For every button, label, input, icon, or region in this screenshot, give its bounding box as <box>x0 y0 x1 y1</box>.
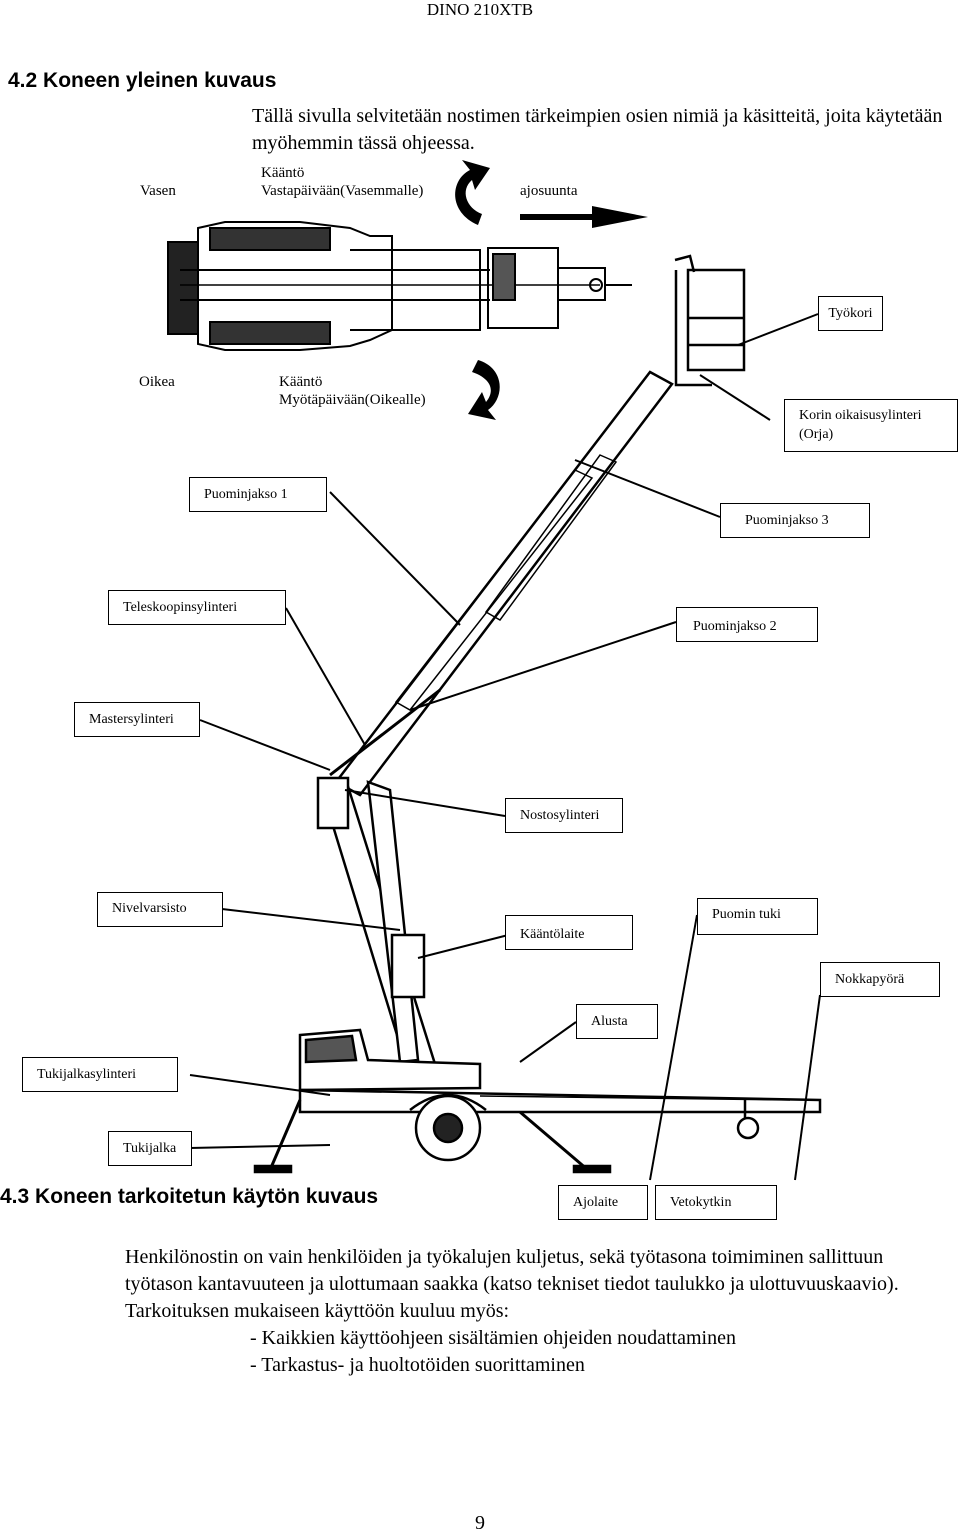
callout-kaantolaite: Kääntölaite <box>505 915 633 950</box>
callout-korin-line2: (Orja) <box>799 427 834 442</box>
leader-lines <box>189 313 821 1181</box>
callout-puominjakso-3: Puominjakso 3 <box>720 503 870 538</box>
section-heading-4-3: 4.3 Koneen tarkoitetun käytön kuvaus <box>0 1185 379 1208</box>
label-direction: ajosuunta <box>520 183 578 199</box>
top-view-drawing <box>167 221 632 351</box>
chassis-drawing <box>253 1028 822 1174</box>
boom-drawing <box>316 370 674 1086</box>
direction-arrow-icon <box>520 206 648 228</box>
page-number: 9 <box>475 1512 485 1534</box>
callout-nivelvarsisto: Nivelvarsisto <box>97 892 223 927</box>
label-rotate-cw-title: Kääntö <box>279 374 323 390</box>
callout-vetokytkin: Vetokytkin <box>655 1185 777 1220</box>
callout-puominjakso-2: Puominjakso 2 <box>676 607 818 642</box>
callout-nokkapyora: Nokkapyörä <box>820 962 940 997</box>
intro-paragraph: Tällä sivulla selvitetään nostimen tärke… <box>252 105 943 154</box>
section-4-3-body: Henkilönostin on vain henkilöiden ja työ… <box>125 1244 925 1379</box>
label-rotate-ccw-title: Kääntö <box>261 165 305 181</box>
section-heading-4-2: 4.2 Koneen yleinen kuvaus <box>8 69 277 92</box>
callout-teleskoopinsylinteri: Teleskoopinsylinteri <box>108 590 286 625</box>
callout-ajolaite: Ajolaite <box>558 1185 648 1220</box>
document-header: DINO 210XTB <box>426 0 534 19</box>
label-left-side: Vasen <box>140 183 176 199</box>
callout-tyokori: Työkori <box>818 296 883 331</box>
paragraph-intended-use: Henkilönostin on vain henkilöiden ja työ… <box>125 1246 899 1295</box>
callout-tukijalka: Tukijalka <box>108 1131 192 1166</box>
callout-korin-oikaisusylinteri: Korin oikaisusylinteri (Orja) <box>784 399 958 452</box>
callout-alusta: Alusta <box>576 1004 658 1039</box>
label-rotate-ccw: Vastapäivään(Vasemmalle) <box>261 183 424 199</box>
callout-korin-line1: Korin oikaisusylinteri <box>799 408 922 423</box>
rotate-cw-arrow-icon <box>468 360 500 420</box>
bullet-follow-instructions: - Kaikkien käyttöohjeen sisältämien ohje… <box>250 1327 736 1349</box>
work-basket-drawing <box>674 254 746 387</box>
label-right-side: Oikea <box>139 374 175 390</box>
paragraph-also-includes: Tarkoituksen mukaiseen käyttöön kuuluu m… <box>125 1300 510 1322</box>
bullet-inspection-maintenance: - Tarkastus- ja huoltotöiden suorittamin… <box>250 1354 585 1376</box>
callout-puominjakso-1: Puominjakso 1 <box>189 477 327 512</box>
callout-nostosylinteri: Nostosylinteri <box>505 798 623 833</box>
callout-tukijalkasylinteri: Tukijalkasylinteri <box>22 1057 178 1092</box>
rotate-ccw-arrow-icon <box>455 160 490 225</box>
callout-mastersylinteri: Mastersylinteri <box>74 702 200 737</box>
callout-puomin-tuki: Puomin tuki <box>697 898 818 935</box>
label-rotate-cw: Myötäpäivään(Oikealle) <box>279 392 426 408</box>
